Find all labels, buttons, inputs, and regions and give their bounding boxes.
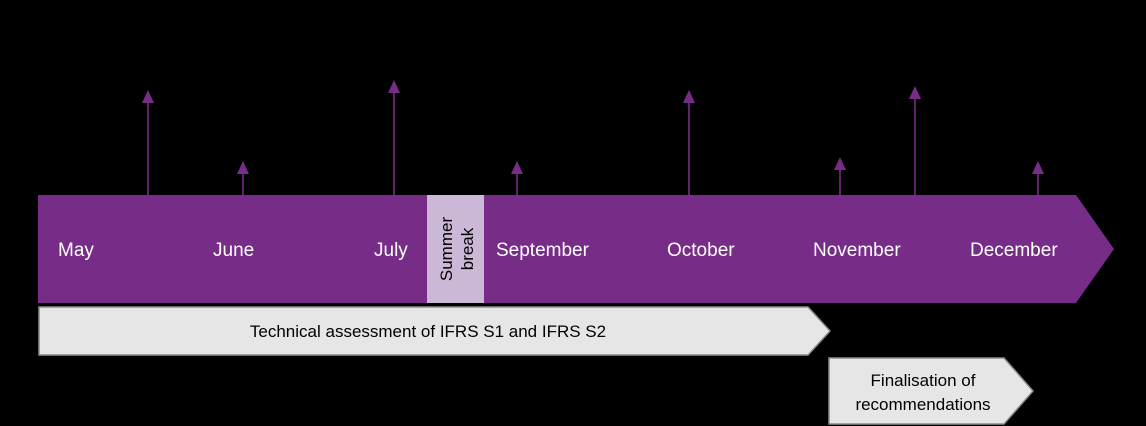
month-label-may: May bbox=[58, 240, 94, 261]
milestone-marker bbox=[909, 86, 921, 195]
month-label-october: October bbox=[667, 240, 735, 261]
month-label-november: November bbox=[813, 240, 901, 261]
finalisation-label-line1: Finalisation of bbox=[871, 371, 976, 390]
milestone-marker bbox=[834, 157, 846, 195]
summer-break-label-line2: break bbox=[458, 227, 477, 270]
finalisation-label-line2: recommendations bbox=[855, 395, 990, 414]
technical-assessment-label: Technical assessment of IFRS S1 and IFRS… bbox=[250, 322, 606, 341]
milestone-marker bbox=[388, 80, 400, 195]
month-label-december: December bbox=[970, 240, 1058, 261]
technical-assessment-phase bbox=[38, 306, 832, 356]
summer-break-label-line1: Summer bbox=[437, 217, 456, 282]
milestone-markers bbox=[142, 80, 1044, 195]
summer-break-box bbox=[427, 195, 484, 303]
finalisation-phase bbox=[828, 357, 1034, 425]
triangle-arrow-icon bbox=[237, 161, 249, 174]
triangle-arrow-icon bbox=[909, 86, 921, 99]
timeline-band bbox=[38, 195, 1114, 303]
triangle-arrow-icon bbox=[683, 90, 695, 103]
milestone-marker bbox=[683, 90, 695, 195]
triangle-arrow-icon bbox=[388, 80, 400, 93]
milestone-marker bbox=[511, 161, 523, 195]
milestone-marker bbox=[1032, 161, 1044, 195]
triangle-arrow-icon bbox=[511, 161, 523, 174]
triangle-arrow-icon bbox=[834, 157, 846, 170]
triangle-arrow-icon bbox=[142, 90, 154, 103]
milestone-marker bbox=[237, 161, 249, 195]
month-label-july: July bbox=[374, 240, 408, 261]
triangle-arrow-icon bbox=[1032, 161, 1044, 174]
month-label-june: June bbox=[213, 240, 254, 261]
milestone-marker bbox=[142, 90, 154, 195]
month-label-september: September bbox=[496, 240, 590, 261]
